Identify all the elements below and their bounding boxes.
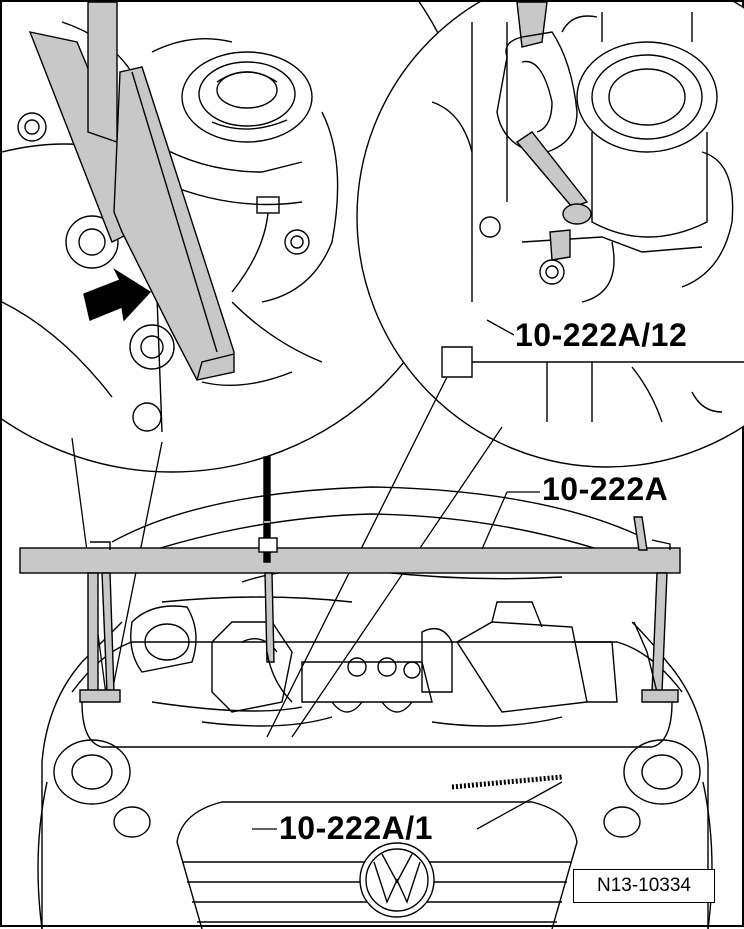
vehicle-front <box>37 486 713 929</box>
throttle-body <box>561 12 718 238</box>
detail-view-right <box>357 2 744 467</box>
headlight-left <box>53 739 151 838</box>
headlight-right <box>603 739 701 838</box>
callout-spindle-hook: 10-222A/1 <box>279 810 433 846</box>
hook-tool <box>496 2 592 261</box>
arrow-right-icon <box>83 268 152 322</box>
support-bar <box>19 456 681 703</box>
engine-components <box>130 567 618 727</box>
callout-bracket-tool: 10-222A/12 <box>515 317 688 353</box>
support-tool-bar <box>28 2 235 381</box>
figure-id-label: N13-10334 <box>573 869 715 903</box>
spindle-hook-tool <box>258 456 293 703</box>
vw-logo-icon <box>359 842 435 918</box>
reservoir-cap <box>181 51 313 143</box>
detail-circle-right <box>356 2 744 468</box>
callout-support-bar: 10-222A <box>542 471 669 507</box>
callout-leaders <box>252 319 563 830</box>
